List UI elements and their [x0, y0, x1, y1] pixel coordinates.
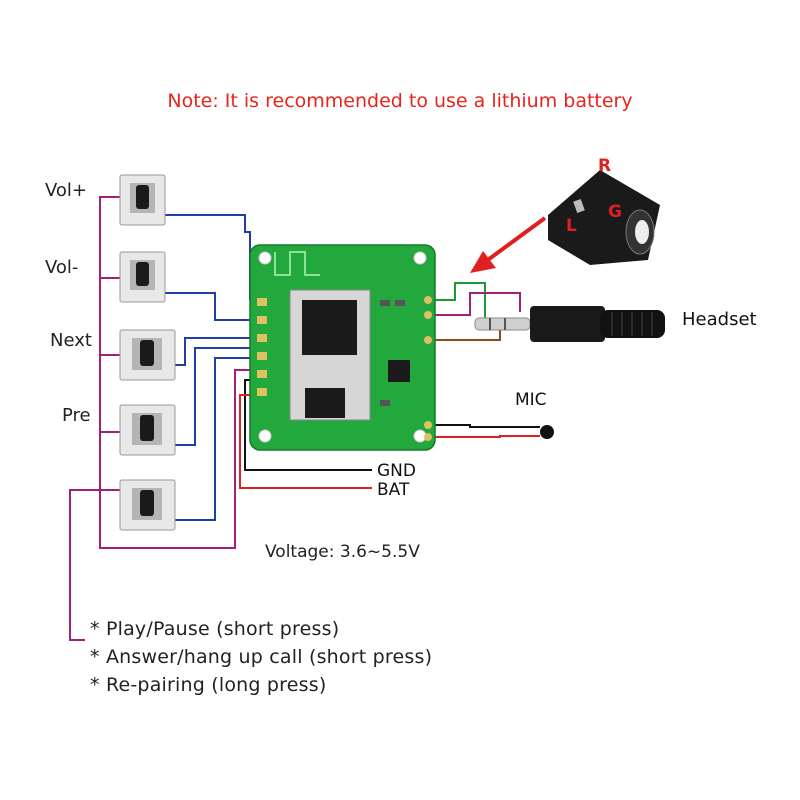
wire-mic-red	[430, 435, 540, 438]
note-play-pause: * Play/Pause (short press)	[90, 618, 340, 640]
jack-pin-r: R	[598, 156, 612, 176]
wire-headset-l	[430, 292, 521, 316]
voltage-label: Voltage: 3.6~5.5V	[265, 542, 420, 562]
wire-vol-minus	[165, 292, 255, 321]
wire-mic-black	[430, 424, 540, 428]
mic-capsule	[540, 425, 554, 439]
wire-next	[175, 337, 255, 366]
jack-pin-g: G	[608, 202, 622, 222]
note-answer-call: * Answer/hang up call (short press)	[90, 646, 433, 668]
button-label-vol-plus: Vol+	[45, 180, 88, 201]
jack-arrow	[483, 216, 547, 264]
audio-jack-socket	[548, 170, 660, 265]
wire-pre	[175, 347, 255, 446]
wire-common	[99, 196, 255, 549]
button-label-pre: Pre	[62, 405, 91, 426]
button-label-vol-minus: Vol-	[45, 257, 79, 278]
mic-label: MIC	[515, 390, 547, 410]
button-pre	[119, 404, 176, 456]
bluetooth-pcb	[249, 244, 436, 451]
button-next	[119, 329, 176, 381]
note-re-pairing: * Re-pairing (long press)	[90, 674, 327, 696]
headset-plug	[474, 306, 665, 342]
button-vol-minus	[119, 251, 166, 303]
gnd-label: GND	[377, 461, 416, 481]
wire-multi	[175, 357, 255, 521]
wire-bat	[239, 394, 372, 489]
bat-label: BAT	[377, 480, 410, 500]
headset-label: Headset	[682, 309, 757, 330]
battery-note: Note: It is recommended to use a lithium…	[167, 90, 633, 112]
wire-vol-plus	[165, 214, 251, 300]
button-label-next: Next	[50, 330, 92, 351]
jack-pin-l: L	[566, 216, 577, 236]
button-multi-function	[119, 479, 176, 531]
button-vol-plus	[119, 174, 166, 226]
